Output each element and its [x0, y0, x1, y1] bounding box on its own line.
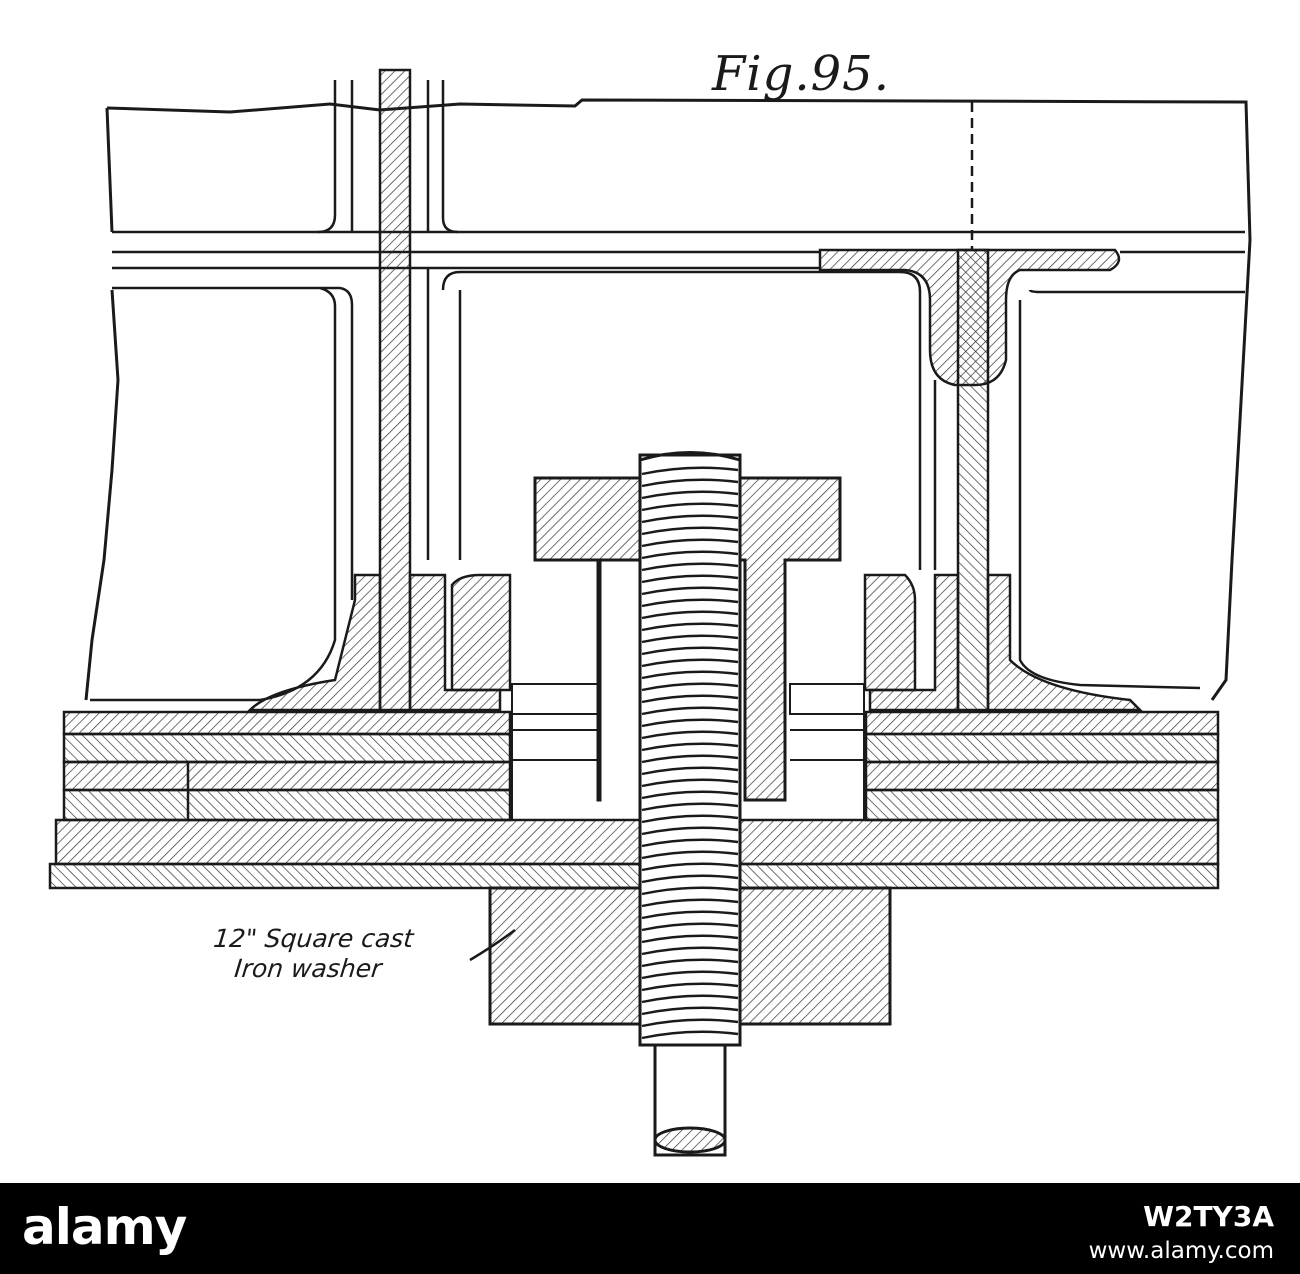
bolt-thread	[641, 946, 739, 956]
bolt-thread	[641, 898, 739, 908]
bolt-thread	[641, 838, 739, 848]
bolt-thread	[641, 646, 739, 656]
bolt-thread	[641, 742, 739, 752]
bolt-thread	[641, 682, 739, 692]
cross-section-drawing	[48, 68, 1252, 1157]
bolt-thread	[641, 562, 739, 572]
horizontal-flange	[112, 230, 1245, 290]
bolt-thread	[641, 754, 739, 764]
bearing-cap	[533, 476, 842, 802]
bolt-thread	[641, 706, 739, 716]
bolt-thread	[641, 670, 739, 680]
bolt-thread	[641, 622, 739, 632]
bolt-thread	[641, 526, 739, 536]
bolt-thread	[641, 502, 739, 512]
bolt-thread	[641, 478, 739, 488]
bolt-thread	[641, 922, 739, 932]
bolt-thread	[641, 1018, 739, 1028]
site-url: www.alamy.com	[1088, 1238, 1274, 1264]
callout-leader	[469, 928, 516, 962]
image-id: W2TY3A	[1143, 1200, 1274, 1233]
technical-drawing: Fig.95. 12" Square cast Iron washer	[48, 46, 1252, 1157]
figure-title: Fig.95.	[712, 46, 890, 102]
bolt-thread	[641, 790, 739, 800]
bolt-thread	[641, 958, 739, 968]
bolt-thread	[641, 874, 739, 884]
bolt-thread	[641, 778, 739, 788]
threaded-bolt	[638, 451, 742, 1157]
bolt-thread	[641, 634, 739, 644]
left-block-edge	[84, 107, 120, 701]
bolt-thread	[641, 466, 739, 476]
bolt-thread	[641, 586, 739, 596]
upper-block-outline	[106, 98, 1252, 701]
small-washers	[511, 683, 865, 820]
bolt-thread	[641, 598, 739, 608]
lower-castings	[246, 573, 1144, 712]
callout-line-1: 12" Square cast	[212, 924, 415, 953]
bolt-thread	[641, 994, 739, 1004]
washer-callout: 12" Square cast Iron washer	[209, 924, 505, 984]
bolt-thread	[641, 490, 739, 500]
bolt-thread	[641, 1006, 739, 1016]
bolt-thread	[641, 970, 739, 980]
bolt-thread	[641, 766, 739, 776]
base-plate-layers	[48, 710, 1220, 890]
bolt-thread	[641, 718, 739, 728]
bolt-thread	[641, 694, 739, 704]
bolt-thread	[641, 610, 739, 620]
watermark-bar	[0, 1183, 1300, 1274]
bolt-thread	[641, 658, 739, 668]
bolt-thread	[641, 802, 739, 812]
bolt-thread	[641, 826, 739, 836]
bolt-thread	[641, 574, 739, 584]
bolt-thread	[641, 730, 739, 740]
bolt-thread	[641, 514, 739, 524]
left-web-plates	[90, 68, 922, 712]
bolt-thread	[641, 850, 739, 860]
bolt-thread	[641, 814, 739, 824]
callout-line-2: Iron washer	[232, 954, 384, 983]
bolt-thread	[641, 982, 739, 992]
bolt-thread	[641, 862, 739, 872]
brand-logo: alamy	[22, 1198, 187, 1256]
bolt-thread	[641, 934, 739, 944]
bolt-thread	[641, 1030, 739, 1040]
bolt-thread	[641, 886, 739, 896]
bolt-thread	[641, 910, 739, 920]
bolt-thread	[641, 538, 739, 548]
right-t-section	[818, 102, 1245, 712]
bolt-thread	[641, 550, 739, 560]
